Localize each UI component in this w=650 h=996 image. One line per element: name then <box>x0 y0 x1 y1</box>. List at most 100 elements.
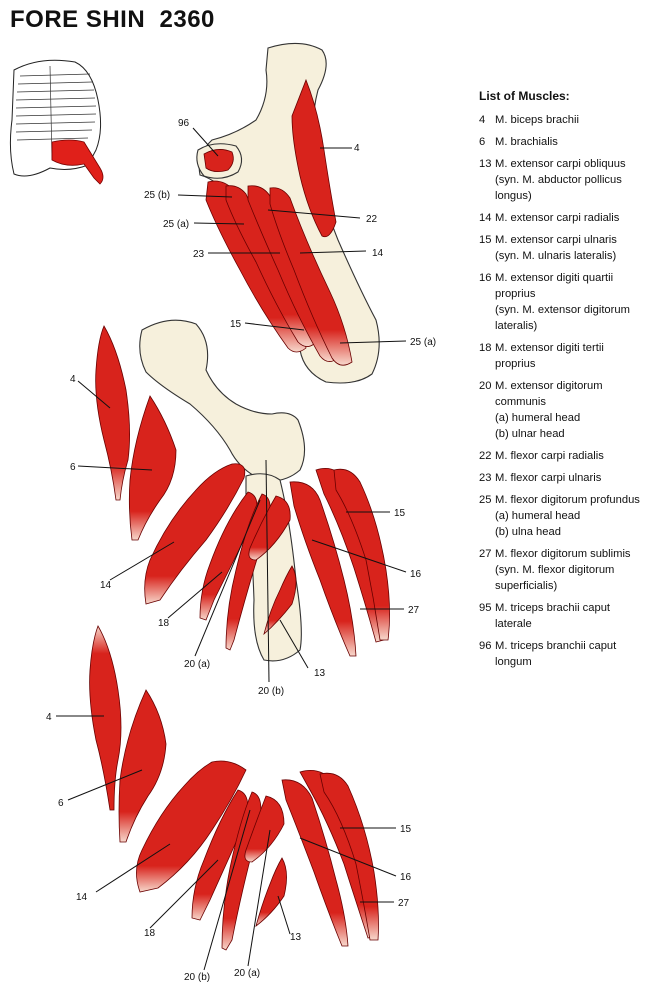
legend-entry-line: (syn. M. ulnaris lateralis) <box>495 250 617 262</box>
legend-entry-number: 15 <box>479 234 492 246</box>
legend-entry-line: (b) ulnar head <box>495 428 565 440</box>
legend-entry-line: M. biceps brachii <box>495 114 579 126</box>
legend-entry-line: M. flexor digitorum sublimis <box>495 548 631 560</box>
legend-entry-line: (b) ulna head <box>495 526 561 538</box>
legend-entry-line: M. flexor digitorum profundus <box>495 494 640 506</box>
label-top-25a: 25 (a) <box>163 219 189 230</box>
legend-entry-text: M. flexor digitorum profundus (a) humeral… <box>495 492 647 540</box>
label-top-25a-lower: 25 (a) <box>410 337 436 348</box>
label-middle-18: 18 <box>158 618 170 629</box>
label-middle-20b: 20 (b) <box>258 686 284 697</box>
label-bottom-6: 6 <box>58 798 64 809</box>
page-title: FORE SHIN 2360 <box>10 6 215 33</box>
label-middle-14: 14 <box>100 580 112 591</box>
legend-entry-text: M. flexor carpi radialis <box>495 448 647 464</box>
bottom-muscle-4 <box>89 625 122 811</box>
label-bottom-13: 13 <box>290 932 302 943</box>
middle-muscle-13 <box>263 565 297 636</box>
muscle-25a <box>269 187 353 366</box>
bottom-muscle-27 <box>319 772 379 941</box>
bottom-muscle-6 <box>118 689 167 843</box>
label-middle-20a: 20 (a) <box>184 659 210 670</box>
legend-entry-line: superficialis) <box>495 580 558 592</box>
label-middle-27: 27 <box>408 605 420 616</box>
legend-entry-line: proprius <box>495 288 536 300</box>
middle-muscle-20b <box>248 495 291 561</box>
legend-entry-line: communis <box>495 396 546 408</box>
bottom-view <box>89 625 379 951</box>
label-middle-15: 15 <box>394 508 406 519</box>
legend-entry-line: (syn. M. abductor pollicus <box>495 174 622 186</box>
muscle-4 <box>291 78 337 238</box>
bottom-muscle-14 <box>136 760 247 893</box>
legend-entry-number: 25 <box>479 494 492 506</box>
legend-entry-line: M. flexor carpi ulnaris <box>495 472 602 484</box>
legend-entry-text: M. triceps brachii caput laterale <box>495 600 647 632</box>
legend-entry-number: 95 <box>479 602 492 614</box>
label-middle-4: 4 <box>70 374 76 385</box>
legend-entry-number: 13 <box>479 158 492 170</box>
legend-entry-line: M. triceps branchii caput <box>495 640 617 652</box>
label-bottom-14: 14 <box>76 892 88 903</box>
legend-entry-text: M. biceps brachii <box>495 112 647 128</box>
legend-entry-number: 18 <box>479 342 492 354</box>
label-top-14: 14 <box>372 248 384 259</box>
bottom-muscle-13 <box>255 857 287 928</box>
labels: 96 4 25 (b) 25 (a) 22 23 14 15 25 (a) 4 … <box>46 118 436 983</box>
legend-entry-number: 20 <box>479 380 492 392</box>
middle-muscle-6 <box>128 395 177 541</box>
legend-entry-line: M. triceps brachii caput <box>495 602 611 614</box>
legend-entry-line: (syn. M. flexor digitorum <box>495 564 615 576</box>
legend-entry-line: M. extensor carpi obliquus <box>495 158 626 170</box>
legend-entry-line: laterale <box>495 618 532 630</box>
legend-entry-line: (syn. M. extensor digitorum <box>495 304 630 316</box>
legend-title: List of Muscles: <box>479 89 570 103</box>
legend-entry-line: M. extensor digiti tertii <box>495 342 604 354</box>
bottom-muscle-20a <box>244 795 285 863</box>
label-middle-6: 6 <box>70 462 76 473</box>
legend-entry-line: M. brachialis <box>495 136 558 148</box>
label-top-23: 23 <box>193 249 205 260</box>
top-view <box>196 42 380 384</box>
label-top-4: 4 <box>354 143 360 154</box>
legend-entry-text: M. flexor digitorum sublimis (syn. M. fle… <box>495 546 647 594</box>
legend-entry-text: M. extensor digiti tertii proprius <box>495 340 647 372</box>
label-top-25b: 25 (b) <box>144 190 170 201</box>
legend-entry-text: M. extensor digiti quartii proprius (syn. … <box>495 270 647 334</box>
label-bottom-4: 4 <box>46 712 52 723</box>
legend-entry-line: M. extensor digiti quartii <box>495 272 614 284</box>
middle-muscle-4 <box>95 325 130 501</box>
muscle-96 <box>203 149 234 172</box>
legend-entry-line: (a) humeral head <box>495 412 581 424</box>
label-middle-16: 16 <box>410 569 422 580</box>
legend-entry-number: 23 <box>479 472 492 484</box>
legend-entry-number: 4 <box>479 114 486 126</box>
legend-entry-number: 22 <box>479 450 492 462</box>
label-top-15: 15 <box>230 319 242 330</box>
legend-entry-line: proprius <box>495 358 536 370</box>
legend-entry-line: (a) humeral head <box>495 510 581 522</box>
leader-lines <box>56 127 407 971</box>
label-bottom-27: 27 <box>398 898 410 909</box>
legend-entry-line: M. extensor carpi radialis <box>495 212 620 224</box>
legend-entry-text: M. triceps branchii caput longum <box>495 638 647 670</box>
legend-entry-line: longum <box>495 656 532 668</box>
legend-entry-line: M. flexor carpi radialis <box>495 450 604 462</box>
label-bottom-18: 18 <box>144 928 156 939</box>
middle-humerus-bone <box>139 319 306 482</box>
legend-entry-number: 16 <box>479 272 492 284</box>
legend-entry-text: M. brachialis <box>495 134 647 150</box>
